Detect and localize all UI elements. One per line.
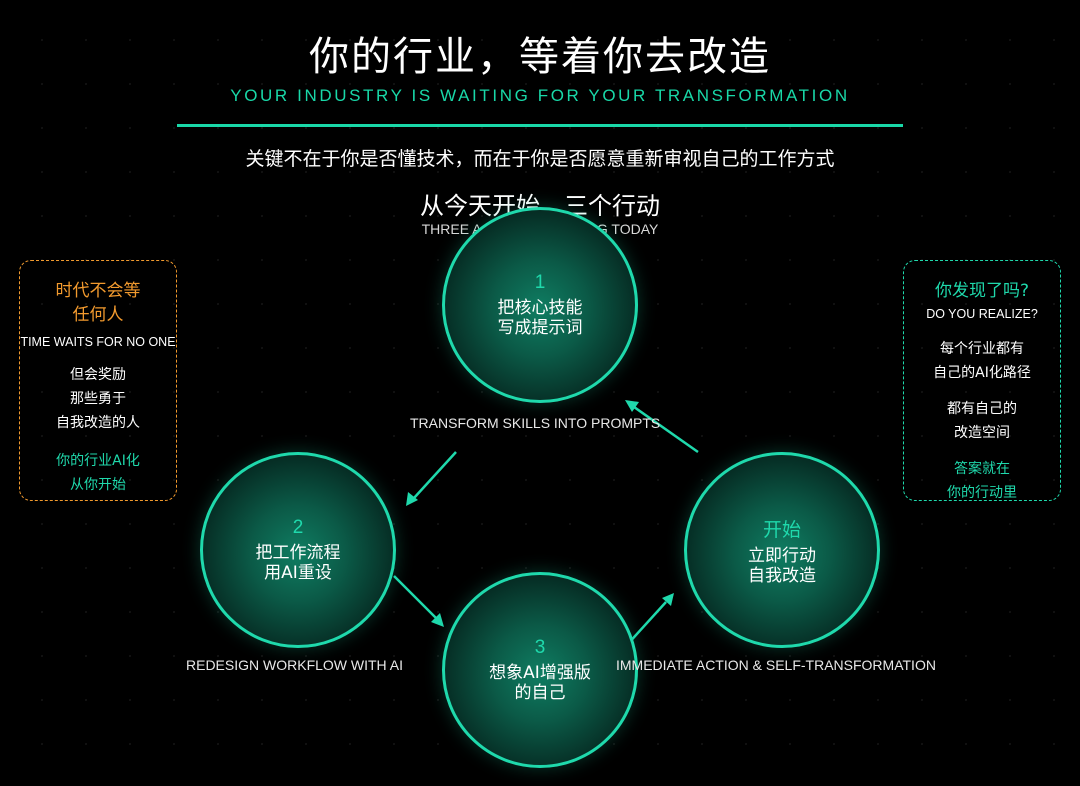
- step1-line2: 写成提示词: [497, 318, 583, 338]
- left-box-highlight-line: 你的行业AI化: [56, 453, 140, 469]
- step1-line1: 把核心技能: [497, 298, 583, 318]
- right-box-body-line: 改造空间: [954, 425, 1010, 441]
- arrow-step3-to-start: [625, 593, 674, 647]
- step1-number: 1: [534, 272, 546, 293]
- step2-circle: 2 把工作流程 用AI重设: [200, 452, 396, 648]
- right-box-body-line: 都有自己的: [947, 401, 1017, 417]
- arrow-step1-to-step2: [406, 451, 457, 506]
- left-box-title-line2: 任何人: [72, 305, 124, 325]
- tagline: 关键不在于你是否懂技术，而在于你是否愿意重新审视自己的工作方式: [245, 148, 835, 170]
- left-box-subtitle: TIME WAITS FOR NO ONE: [20, 335, 176, 349]
- left-box-body-line: 那些勇于: [70, 391, 126, 407]
- left-box-highlight-line: 从你开始: [70, 477, 126, 493]
- step1-label: TRANSFORM SKILLS INTO PROMPTS: [410, 415, 661, 431]
- right-box-body-line: 每个行业都有: [940, 341, 1024, 357]
- start-line2: 自我改造: [748, 565, 816, 586]
- page-title: 你的行业，等着你去改造: [309, 34, 771, 80]
- left-callout-box: 时代不会等 任何人 TIME WAITS FOR NO ONE 但会奖励 那些勇…: [19, 260, 177, 501]
- start-circle: 开始 立即行动 自我改造: [684, 452, 880, 648]
- right-box-subtitle: DO YOU REALIZE?: [926, 307, 1038, 321]
- start-line1: 立即行动: [748, 545, 816, 566]
- step2-label: REDESIGN WORKFLOW WITH AI: [186, 657, 404, 673]
- step3-number: 3: [534, 637, 546, 658]
- left-box-title-line1: 时代不会等: [55, 281, 141, 301]
- right-box-title: 你发现了吗?: [934, 281, 1030, 301]
- page-subtitle: YOUR INDUSTRY IS WAITING FOR YOUR TRANSF…: [230, 86, 850, 105]
- right-box-highlight-line: 你的行动里: [947, 485, 1017, 501]
- title-divider: [177, 124, 903, 127]
- step2-line1: 把工作流程: [255, 543, 341, 563]
- step2-line2: 用AI重设: [264, 563, 332, 583]
- left-box-body-line: 自我改造的人: [56, 415, 140, 431]
- start-title: 开始: [762, 518, 801, 541]
- step1-circle: 1 把核心技能 写成提示词: [442, 207, 638, 403]
- step3-circle: 3 想象AI增强版 的自己: [442, 572, 638, 768]
- right-callout-box: 你发现了吗? DO YOU REALIZE? 每个行业都有 自己的AI化路径 都…: [903, 260, 1061, 501]
- arrow-step2-to-step3: [393, 575, 444, 627]
- step3-line1: 想象AI增强版: [489, 663, 591, 683]
- start-label: IMMEDIATE ACTION & SELF-TRANSFORMATION: [616, 657, 936, 673]
- step3-line2: 的自己: [514, 683, 566, 703]
- right-box-body-line: 自己的AI化路径: [933, 365, 1031, 381]
- step2-number: 2: [292, 517, 304, 538]
- right-box-highlight-line: 答案就在: [954, 461, 1010, 477]
- left-box-body-line: 但会奖励: [70, 367, 126, 383]
